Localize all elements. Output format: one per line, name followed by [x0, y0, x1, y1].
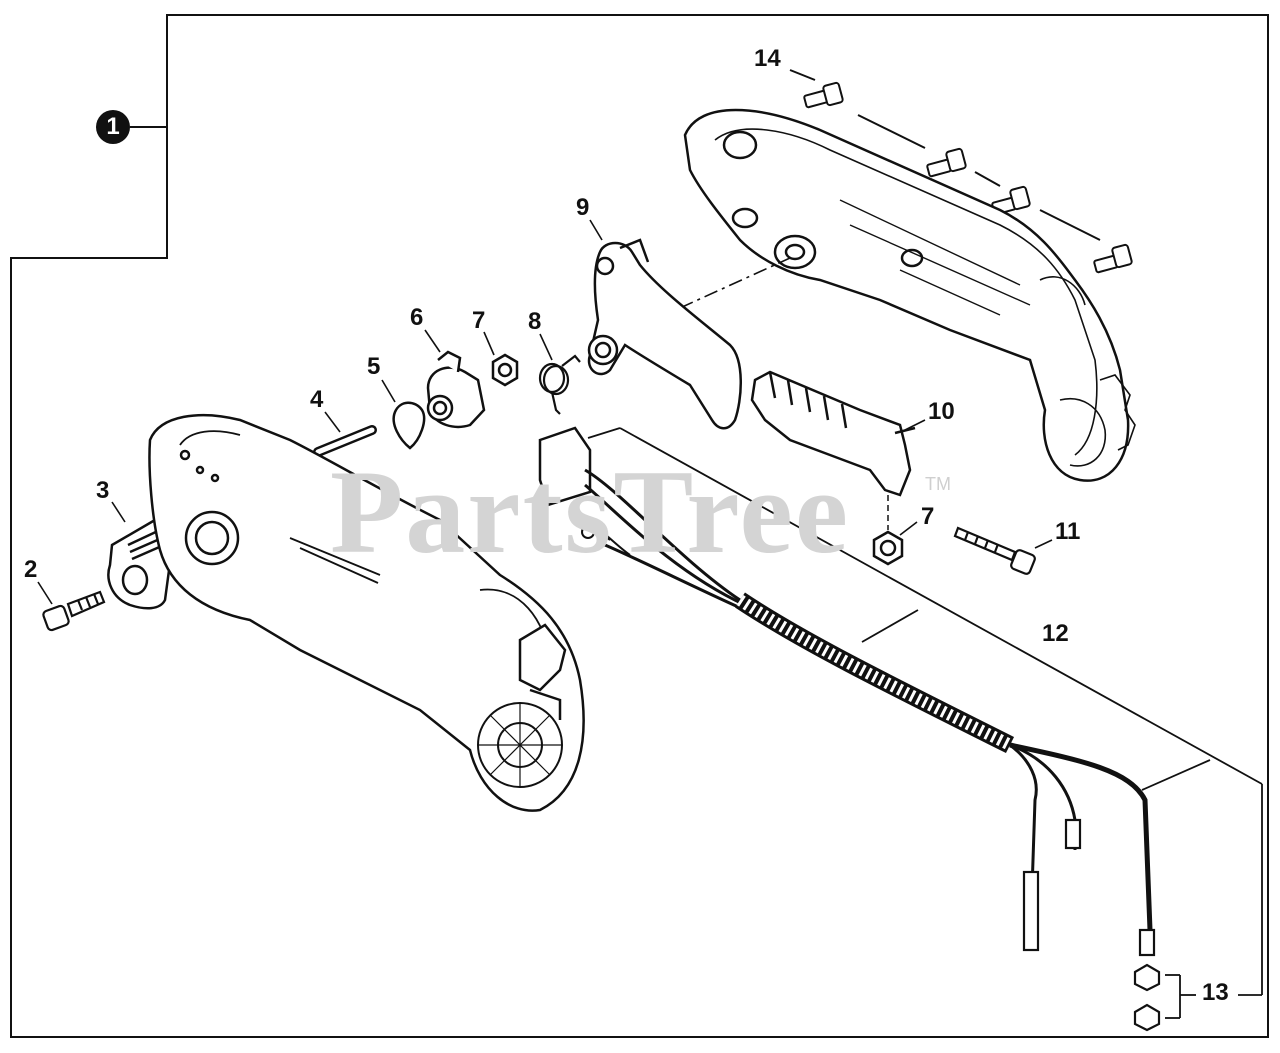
- callout-2: 2: [24, 556, 38, 583]
- callout-14: 14: [754, 45, 781, 72]
- adjuster-gear: [477, 702, 563, 788]
- callout-5: 5: [367, 353, 381, 380]
- watermark-trademark: TM: [925, 474, 951, 494]
- group-badge: 1: [96, 110, 130, 144]
- part-7-nut-upper: [491, 353, 519, 387]
- leader-10: [904, 419, 926, 431]
- callout-7-upper: 7: [472, 307, 486, 334]
- part-11-bolt: [953, 526, 1036, 575]
- part-10-switch-block: [750, 370, 916, 497]
- part-12-wire-harness: [538, 426, 1156, 957]
- part-6-stop-switch: [426, 350, 486, 429]
- part-12-bracket: [587, 427, 1263, 996]
- assembly-dashline: [679, 257, 791, 309]
- watermark-text: PartsTree: [330, 445, 850, 578]
- left-handle-housing: [148, 414, 585, 812]
- part-14-screws: [789, 69, 1133, 274]
- part-7-nut-lower: [872, 530, 904, 566]
- diagram-frame: [10, 14, 1269, 1038]
- part-9-throttle-trigger: [587, 238, 742, 430]
- part-8-spring: [538, 354, 581, 415]
- part-2-bolt: [42, 590, 106, 632]
- callout-12: 12: [1042, 620, 1069, 647]
- callout-4: 4: [310, 386, 324, 413]
- part-5-clip: [392, 401, 426, 450]
- callout-13: 13: [1202, 979, 1229, 1006]
- callout-6: 6: [410, 304, 424, 331]
- part-13-nuts: [1133, 963, 1161, 1032]
- right-handle-housing: [683, 108, 1136, 482]
- part-4-pin: [313, 425, 377, 457]
- callout-10: 10: [928, 398, 955, 425]
- callout-7-lower: 7: [921, 503, 935, 530]
- leader-lines: [37, 219, 1053, 605]
- callout-8: 8: [528, 308, 542, 335]
- callout-11: 11: [1055, 518, 1081, 545]
- callout-9: 9: [576, 194, 590, 221]
- callout-3: 3: [96, 477, 110, 504]
- part-13-bracket: [1165, 974, 1196, 1019]
